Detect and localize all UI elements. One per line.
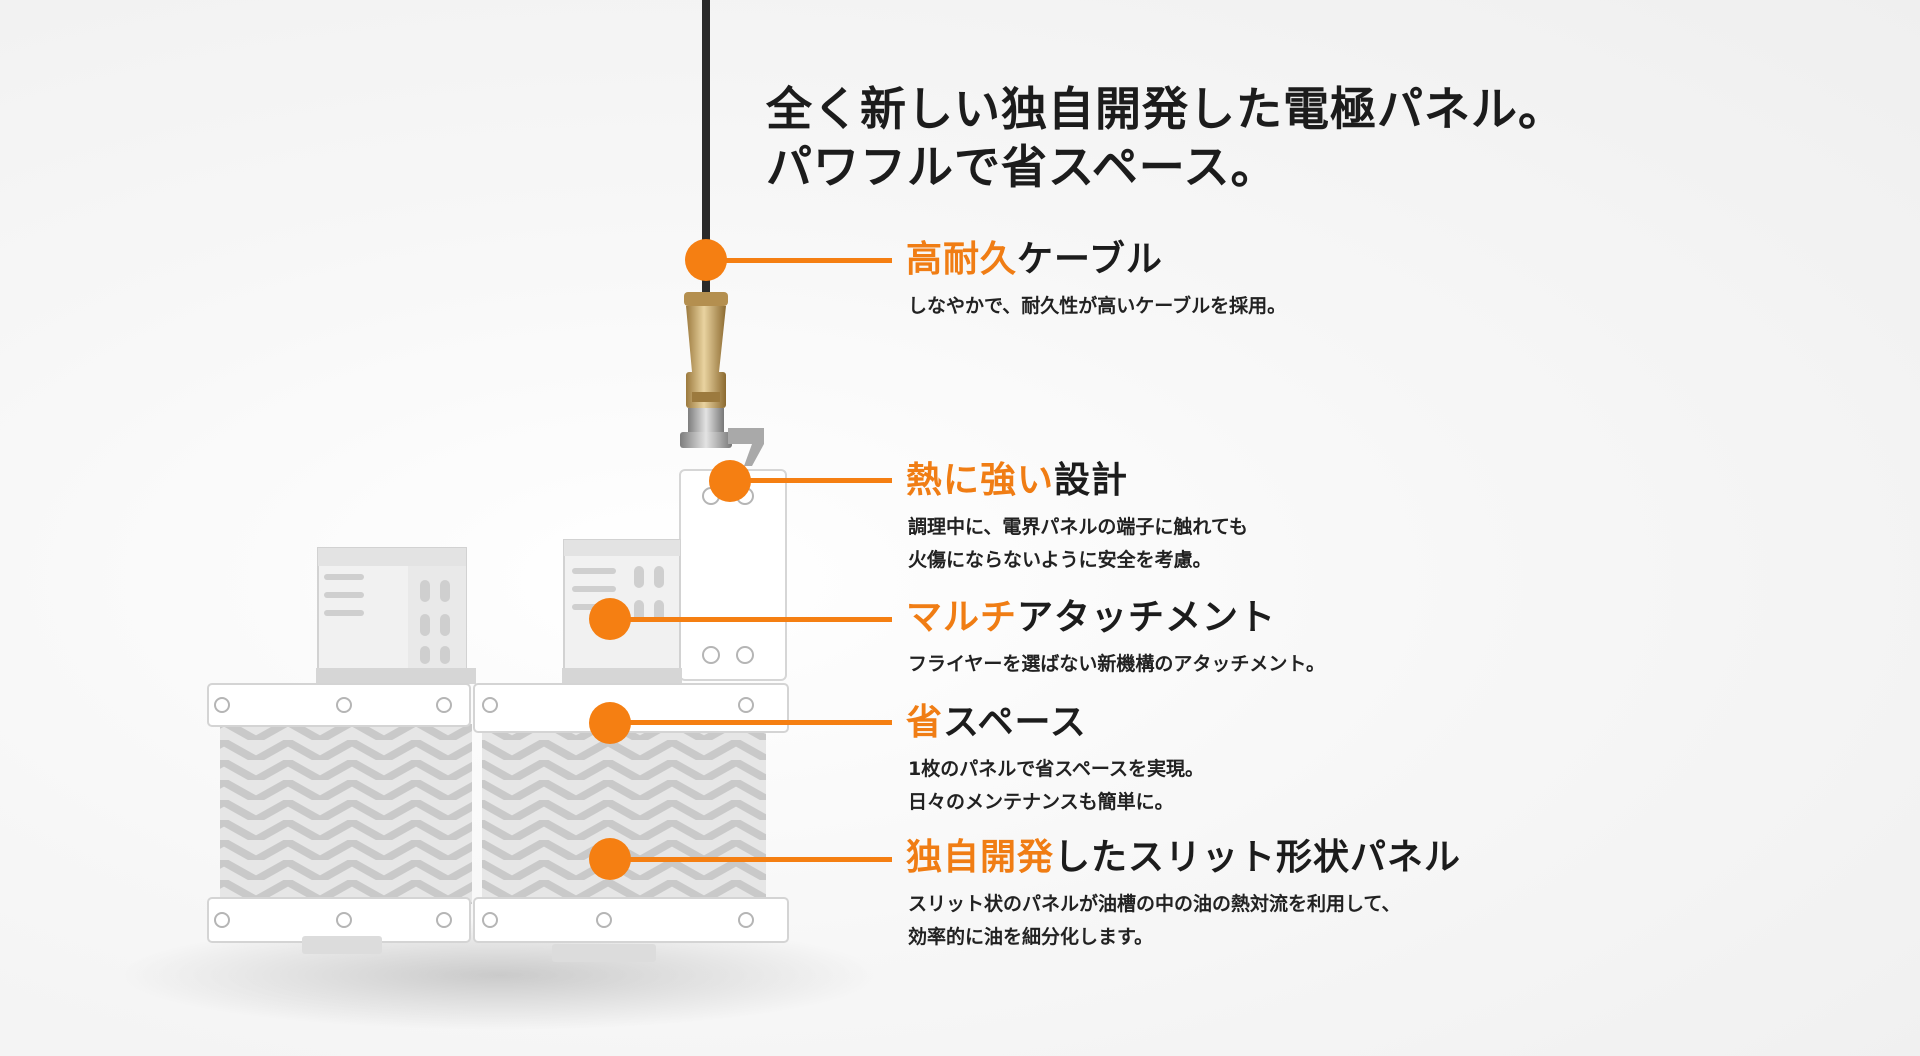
feature-title-rest: ケーブル — [1017, 239, 1163, 280]
feature-slit-panel: 独自開発したスリット形状パネル スリット状のパネルが油槽の中の油の熱対流を利用し… — [906, 836, 1461, 954]
feature-title-accent: 熱に強い — [906, 460, 1055, 501]
feature-description-line: 効率的に油を細分化します。 — [908, 926, 1154, 948]
feature-description: フライヤーを選ばない新機構のアタッチメント。 — [908, 648, 1325, 681]
leader-line-heat — [730, 478, 892, 483]
leader-line-cable — [706, 258, 892, 263]
headline-line-1: 全く新しい独自開発した電極パネル。 — [766, 82, 1565, 136]
feature-title-accent: 独自開発 — [906, 837, 1055, 878]
cable-connector — [680, 292, 764, 466]
feature-title: マルチアタッチメント — [906, 596, 1325, 640]
feature-description: 調理中に、電界パネルの端子に触れても 火傷にならないように安全を考慮。 — [908, 511, 1248, 577]
feature-title: 省スペース — [906, 701, 1204, 745]
feature-description: しなやかで、耐久性が高いケーブルを採用。 — [908, 290, 1286, 323]
marker-dot-panel — [589, 838, 631, 880]
leader-line-panel — [610, 857, 892, 862]
feature-description-line: 調理中に、電界パネルの端子に触れても — [908, 516, 1248, 538]
feature-description-line: 1枚のパネルで省スペースを実現。 — [908, 758, 1204, 780]
right-slit-panel — [473, 683, 789, 962]
feature-heat-resistant: 熱に強い設計 調理中に、電界パネルの端子に触れても 火傷にならないように安全を考… — [906, 459, 1248, 577]
feature-description: 1枚のパネルで省スペースを実現。 日々のメンテナンスも簡単に。 — [908, 753, 1204, 819]
feature-description-line: フライヤーを選ばない新機構のアタッチメント。 — [908, 653, 1326, 675]
marker-dot-cable — [685, 239, 727, 281]
left-attachment-bracket — [316, 547, 476, 684]
feature-space-saving: 省スペース 1枚のパネルで省スペースを実現。 日々のメンテナンスも簡単に。 — [906, 701, 1204, 819]
feature-title: 熱に強い設計 — [906, 459, 1248, 503]
feature-cable: 高耐久ケーブル しなやかで、耐久性が高いケーブルを採用。 — [906, 238, 1286, 323]
marker-dot-space — [589, 702, 631, 744]
feature-title-rest: 設計 — [1054, 460, 1129, 501]
feature-title-accent: マルチ — [906, 597, 1018, 638]
leader-line-space — [610, 720, 892, 725]
feature-multi-attachment: マルチアタッチメント フライヤーを選ばない新機構のアタッチメント。 — [906, 596, 1325, 681]
cable — [702, 0, 710, 300]
feature-title: 独自開発したスリット形状パネル — [906, 836, 1461, 880]
headline-line-2: パワフルで省スペース。 — [766, 140, 1278, 194]
right-attachment-bracket — [562, 539, 682, 684]
feature-description-line: スリット状のパネルが油槽の中の油の熱対流を利用して、 — [908, 893, 1401, 915]
feature-description-line: 日々のメンテナンスも簡単に。 — [908, 791, 1174, 813]
feature-title: 高耐久ケーブル — [906, 238, 1286, 282]
marker-dot-attachment — [589, 598, 631, 640]
feature-title-accent: 省 — [906, 702, 944, 743]
feature-title-accent: 高耐久 — [906, 239, 1018, 280]
feature-title-rest: したスリット形状パネル — [1054, 837, 1462, 878]
headline: 全く新しい独自開発した電極パネル。 パワフルで省スペース。 — [766, 80, 1565, 196]
left-slit-panel — [207, 683, 472, 954]
feature-description-line: 火傷にならないように安全を考慮。 — [908, 549, 1212, 571]
feature-title-rest: スペース — [943, 702, 1087, 743]
marker-dot-heat — [709, 460, 751, 502]
leader-line-attachment — [610, 617, 892, 622]
feature-title-rest: アタッチメント — [1017, 597, 1277, 638]
feature-description: スリット状のパネルが油槽の中の油の熱対流を利用して、 効率的に油を細分化します。 — [908, 888, 1461, 954]
feature-description-line: しなやかで、耐久性が高いケーブルを採用。 — [908, 295, 1287, 317]
